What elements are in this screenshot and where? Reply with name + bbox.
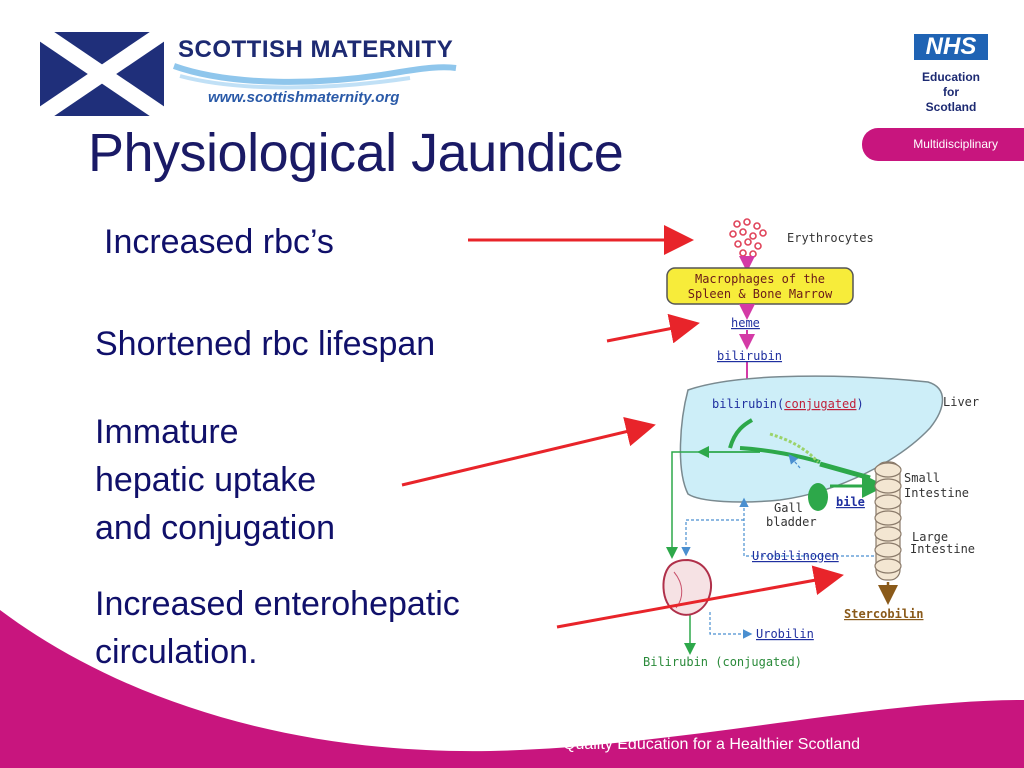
label-gall-bladder-2: bladder [766, 515, 817, 529]
nhs-sub-line-3: Scotland [925, 100, 977, 114]
label-bilirubin: bilirubin [717, 349, 782, 363]
bullet-immature-uptake: Immature hepatic uptake and conjugation [95, 413, 336, 547]
label-stercobilin: Stercobilin [844, 607, 923, 621]
brand-wave-icon [172, 63, 457, 90]
bullet-shortened-lifespan: Shortened rbc lifespan [95, 325, 436, 363]
intestine-icon [874, 461, 902, 581]
gall-bladder-shape [808, 483, 828, 511]
brand-name: SCOTTISH MATERNITY [178, 36, 454, 63]
footer-text: Quality Education for a Healthier Scotla… [563, 736, 861, 753]
arrow-lifespan [606, 313, 700, 344]
nhs-sub-line-2: for [943, 85, 959, 99]
arrow-enterohepatic [556, 565, 844, 629]
label-heme: heme [731, 316, 760, 330]
bullet-enterohepatic: Increased enterohepatic circulation. [95, 585, 460, 671]
label-bilirubin-conjugated: Bilirubin (conjugated) [643, 655, 802, 669]
label-gall-bladder-1: Gall [774, 501, 803, 515]
label-macrophages-2: Spleen & Bone Marrow [688, 287, 833, 301]
label-small-intestine-1: Small [904, 471, 940, 485]
label-large-intestine-2: Intestine [910, 542, 975, 556]
label-urobilin: Urobilin [756, 627, 814, 641]
erythrocytes-icon [729, 218, 767, 258]
brand-url[interactable]: www.scottishmaternity.org [208, 89, 400, 106]
label-erythrocytes: Erythrocytes [787, 231, 874, 245]
nhs-logo: NHS [914, 34, 988, 60]
macrophages-box [666, 267, 854, 305]
label-macrophages-1: Macrophages of the [695, 272, 825, 286]
bullet-increased-rbc: Increased rbc’s [104, 223, 334, 261]
nhs-sub-line-1: Education [921, 70, 980, 84]
label-urobilinogen: Urobilinogen [752, 549, 839, 563]
liver-shape [679, 375, 944, 503]
label-small-intestine-2: Intestine [904, 486, 969, 500]
label-liver: Liver [943, 395, 979, 409]
multidisciplinary-tab: Multidisciplinary [862, 128, 1024, 161]
label-bile: bile [836, 495, 865, 509]
saltire-flag-icon [40, 32, 164, 116]
label-bilirubin-liver: bilirubin(conjugated) [712, 397, 864, 411]
slide-title: Physiological Jaundice [88, 123, 624, 183]
label-large-intestine-1: Large [912, 530, 948, 544]
arrow-uptake [401, 416, 656, 487]
